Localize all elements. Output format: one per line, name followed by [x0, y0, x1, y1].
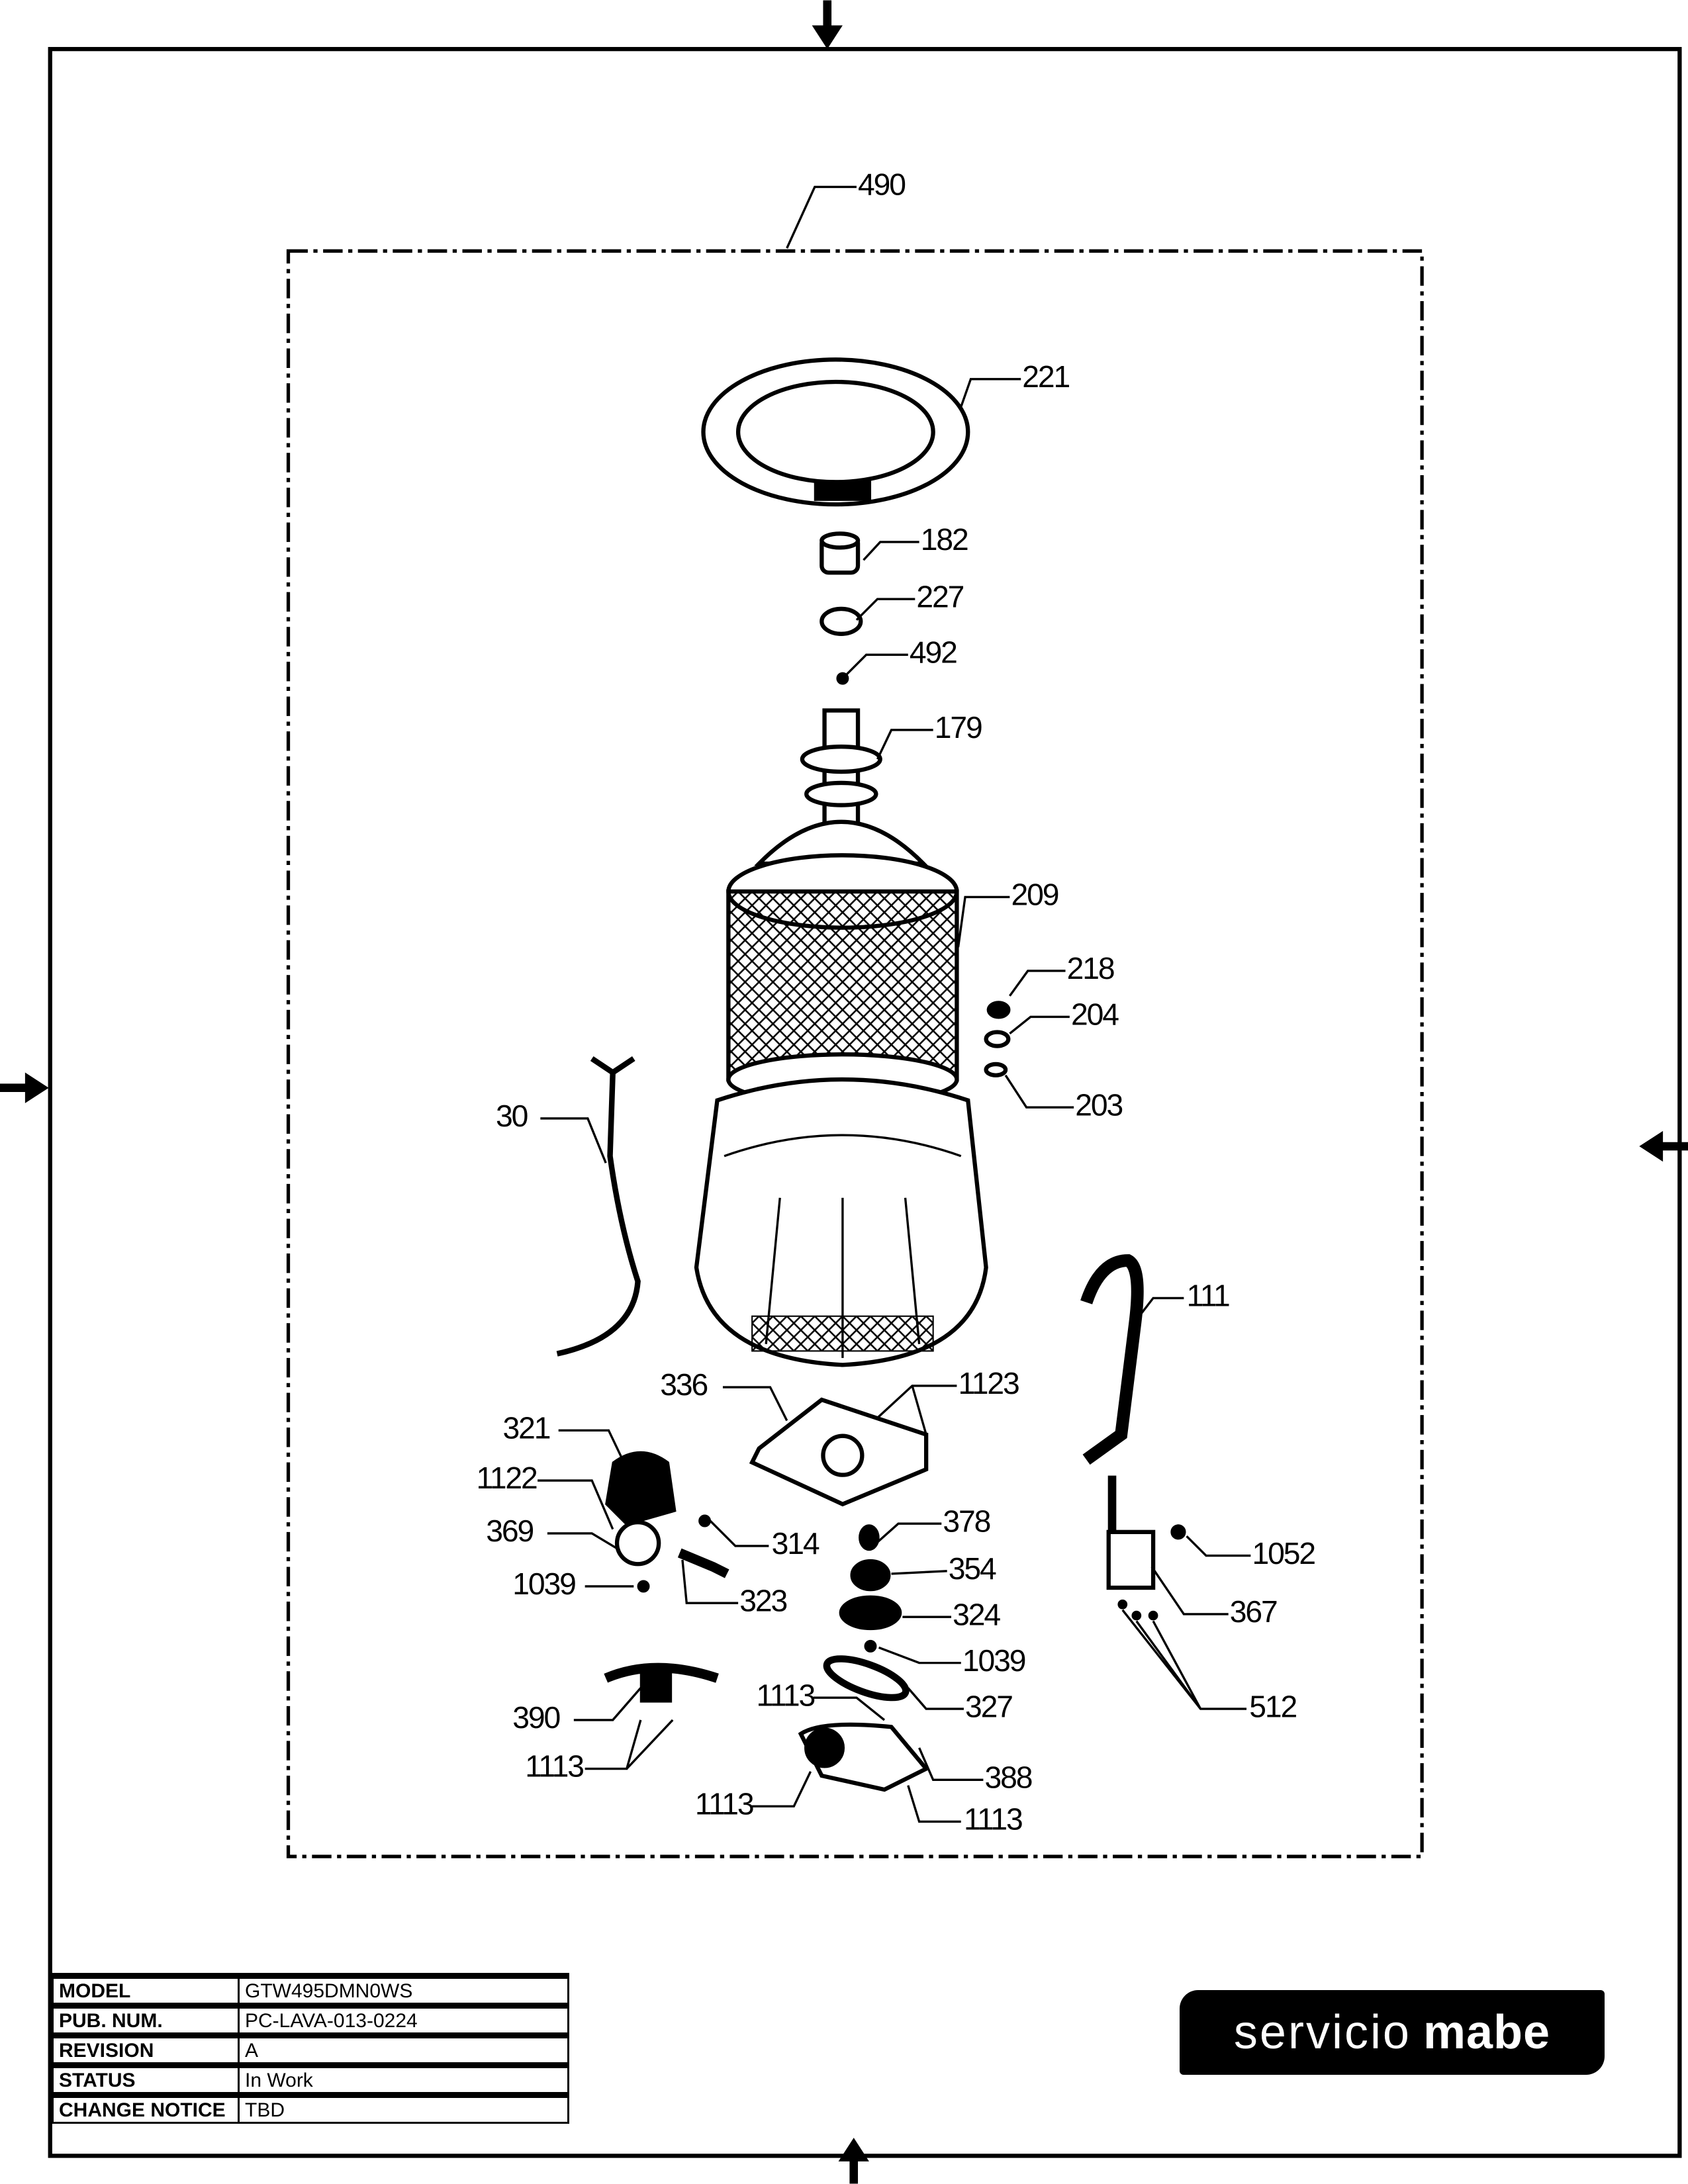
balance-ring-part	[701, 357, 970, 507]
callout-390: 390	[512, 1700, 559, 1735]
callout-1113-a: 1113	[756, 1678, 814, 1712]
callout-490: 490	[858, 167, 905, 202]
coupler-378-part	[859, 1524, 880, 1551]
servicio-mabe-logo: servicio mabe	[1180, 1990, 1605, 2075]
part-354	[850, 1559, 891, 1592]
model-value: GTW495DMN0WS	[238, 1973, 569, 2007]
seal-227-part	[820, 606, 863, 636]
callout-1123: 1123	[959, 1366, 1019, 1400]
callout-367: 367	[1230, 1594, 1277, 1629]
callout-1122: 1122	[477, 1461, 537, 1495]
revision-value: A	[238, 2032, 569, 2066]
callout-1052: 1052	[1252, 1536, 1315, 1570]
wire-harness-30-part	[556, 1056, 641, 1357]
status-label: STATUS	[52, 2062, 240, 2096]
callout-1113-d: 1113	[964, 1802, 1022, 1837]
model-label: MODEL	[52, 1973, 240, 2007]
callout-321: 321	[503, 1410, 550, 1445]
callout-1113-c: 1113	[695, 1787, 753, 1821]
callout-378: 378	[943, 1504, 990, 1538]
screw-314-part	[698, 1514, 712, 1527]
logo-word-mabe: mabe	[1423, 2006, 1551, 2059]
callout-labels: 490 221 182 227 492 179 209 218 204 203 …	[477, 167, 1317, 1837]
callout-221: 221	[1022, 359, 1069, 394]
callout-354: 354	[949, 1551, 996, 1586]
pump-388-part	[798, 1722, 930, 1792]
callout-369: 369	[486, 1514, 533, 1548]
title-row-pub-num: PUB. NUM.PC-LAVA-013-0224	[52, 2003, 569, 2036]
assembly-boundary	[286, 249, 1424, 1858]
callout-323: 323	[739, 1583, 786, 1617]
callout-203: 203	[1075, 1087, 1122, 1122]
pulley-369-part	[614, 1520, 661, 1567]
status-value: In Work	[238, 2062, 569, 2096]
callout-30: 30	[496, 1099, 528, 1133]
callout-1039-right: 1039	[962, 1643, 1025, 1678]
basket-209-part	[726, 819, 959, 1107]
bushing-182-part	[820, 531, 861, 575]
clip-1039-left-part	[637, 1580, 650, 1593]
valve-367-part	[1106, 1475, 1186, 1621]
callout-1113-b: 1113	[525, 1749, 583, 1784]
outer-tub-part	[694, 1077, 988, 1367]
leader-lines	[538, 185, 1251, 1823]
revision-label: REVISION	[52, 2032, 240, 2066]
switch-323-part	[677, 1548, 729, 1578]
transmission-336-part	[749, 1397, 929, 1507]
pub-num-label: PUB. NUM.	[52, 2003, 240, 2036]
agitator-179-part	[800, 708, 882, 839]
change-notice-label: CHANGE NOTICE	[52, 2092, 240, 2124]
callout-111: 111	[1187, 1279, 1229, 1313]
belt-327-part	[823, 1655, 910, 1702]
motor-321-part	[605, 1451, 677, 1526]
clip-1039-right-part	[864, 1639, 877, 1653]
small-parts-218-204-203	[984, 1001, 1011, 1077]
pulley-324-part	[839, 1595, 902, 1631]
callout-218: 218	[1067, 951, 1114, 985]
pub-num-value: PC-LAVA-013-0224	[238, 2003, 569, 2036]
callout-204: 204	[1071, 997, 1119, 1032]
hose-111-part	[1080, 1254, 1144, 1465]
callout-492: 492	[910, 635, 957, 670]
callout-512: 512	[1249, 1689, 1296, 1723]
callout-327: 327	[965, 1689, 1012, 1723]
callout-227: 227	[916, 579, 963, 614]
change-notice-value: TBD	[238, 2092, 569, 2124]
callout-336: 336	[660, 1367, 707, 1402]
callout-314: 314	[772, 1526, 820, 1561]
callout-324: 324	[953, 1597, 1000, 1631]
callout-182: 182	[921, 522, 968, 557]
callout-388: 388	[985, 1760, 1032, 1795]
callout-209: 209	[1011, 878, 1058, 912]
callout-179: 179	[935, 710, 982, 745]
bracket-390-part	[604, 1662, 719, 1703]
callout-1039-left: 1039	[512, 1567, 575, 1601]
logo-word-servicio: servicio	[1233, 2006, 1411, 2059]
